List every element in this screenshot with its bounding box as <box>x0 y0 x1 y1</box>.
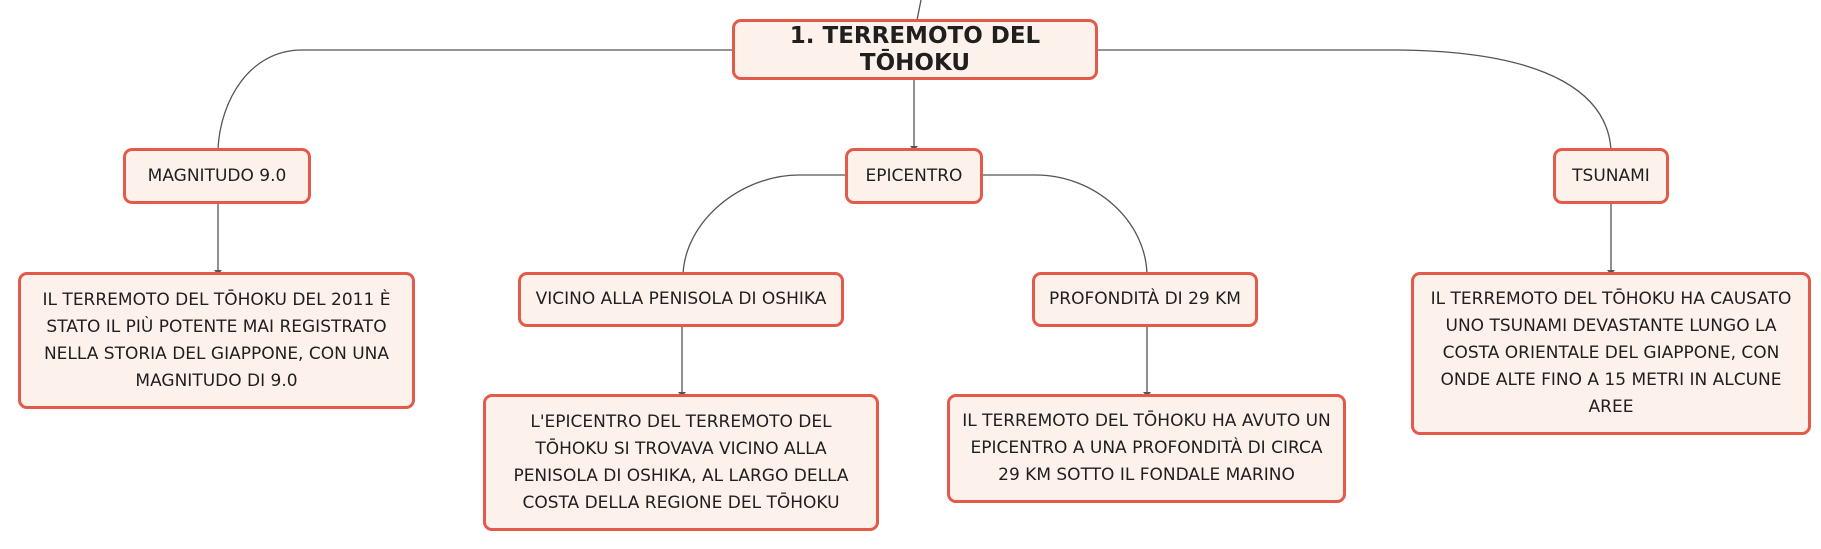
node-tsunami[interactable]: TSUNAMI <box>1553 148 1669 204</box>
edge-parent-to-root <box>916 0 922 21</box>
node-tsunami-desc[interactable]: IL TERREMOTO DEL TŌHOKU HA CAUSATO UNO T… <box>1411 272 1811 435</box>
node-profondita-desc[interactable]: IL TERREMOTO DEL TŌHOKU HA AVUTO UN EPIC… <box>947 394 1346 503</box>
node-penisola-desc[interactable]: L'EPICENTRO DEL TERREMOTO DEL TŌHOKU SI … <box>483 394 879 531</box>
node-penisola[interactable]: VICINO ALLA PENISOLA DI OSHIKA <box>518 272 844 327</box>
node-profondita[interactable]: PROFONDITÀ DI 29 KM <box>1032 272 1258 327</box>
edge-root-to-magnitudo <box>217 49 732 151</box>
node-epicentro[interactable]: EPICENTRO <box>845 148 983 204</box>
node-root[interactable]: 1. TERREMOTO DEL TŌHOKU <box>732 19 1098 80</box>
node-magnitudo-desc[interactable]: IL TERREMOTO DEL TŌHOKU DEL 2011 È STATO… <box>18 272 415 409</box>
edge-epicentro-to-profondita <box>982 174 1148 276</box>
edge-epicentro-to-penisola <box>682 174 846 276</box>
edge-root-to-tsunami <box>1098 49 1612 151</box>
node-magnitudo[interactable]: MAGNITUDO 9.0 <box>123 148 311 204</box>
